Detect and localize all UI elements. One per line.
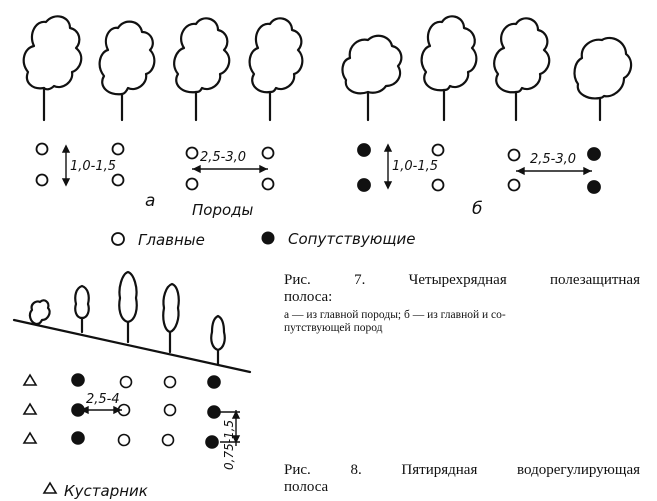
slope-line: [12, 318, 252, 374]
main-tree-marker: [507, 178, 521, 192]
subfigure-label-b: б: [472, 199, 482, 219]
tree: [493, 17, 551, 122]
main-tree-marker: [185, 177, 199, 191]
main-tree-marker: [507, 148, 521, 162]
caption-title: Рис. 8. Пятирядная водорегулирующая: [284, 462, 640, 478]
legend-main-label: Главные: [138, 231, 205, 249]
legend-main-marker: [111, 232, 125, 246]
main-tree-marker: [35, 173, 49, 187]
main-tree-marker: [163, 375, 177, 389]
dimension-label: 0,75-1,5: [222, 420, 236, 470]
main-tree-marker: [35, 142, 49, 156]
caption-title: Рис. 7. Четырехрядная полезащитная: [284, 272, 640, 288]
tree: [420, 15, 478, 122]
accompanying-tree-marker: [207, 375, 221, 389]
tree: [341, 34, 403, 122]
dimension-label: 1,0-1,5: [392, 159, 438, 174]
tree: [248, 17, 304, 122]
caption-title-continued: полоса:: [284, 289, 333, 305]
main-tree-marker: [431, 178, 445, 192]
tree: [118, 270, 138, 344]
dimension-label: 2,5-3,0: [200, 150, 246, 165]
main-tree-marker: [163, 403, 177, 417]
caption-title-continued: полоса: [284, 479, 329, 495]
accompanying-tree-marker: [71, 431, 85, 445]
main-tree-marker: [119, 375, 133, 389]
subfigure-label-a: а: [145, 191, 155, 211]
accompanying-tree-marker: [205, 435, 219, 449]
shrub-marker: [22, 373, 38, 386]
legend-accompanying-label: Сопутствующие: [288, 230, 416, 248]
main-tree-marker: [261, 146, 275, 160]
legend-shrub-label: Кустарник: [64, 482, 148, 500]
main-tree-marker: [431, 143, 445, 157]
main-tree-marker: [111, 173, 125, 187]
shrub-marker: [22, 402, 38, 415]
shrub-marker: [22, 431, 38, 444]
accompanying-tree-marker: [71, 373, 85, 387]
tree: [573, 36, 633, 122]
accompanying-tree-marker: [357, 178, 371, 192]
caption-description-continued: путствующей пород: [284, 322, 383, 334]
tree: [22, 15, 83, 122]
tree: [210, 314, 226, 366]
legend-title: Породы: [192, 201, 254, 219]
main-tree-marker: [117, 433, 131, 447]
dimension-label: 1,0-1,5: [70, 159, 116, 174]
accompanying-tree-marker: [587, 180, 601, 194]
main-tree-marker: [185, 146, 199, 160]
legend-accompanying-marker: [261, 231, 275, 245]
tree: [98, 20, 156, 122]
figure7-caption: Рис. 7. Четырехрядная полезащитная полос…: [284, 272, 640, 335]
main-tree-marker: [161, 433, 175, 447]
dimension-label: 2,5-3,0: [530, 152, 576, 167]
tree: [173, 17, 231, 122]
caption-description: а — из главной породы; б — из главной и …: [284, 309, 506, 321]
accompanying-tree-marker: [587, 147, 601, 161]
tree: [74, 284, 90, 334]
main-tree-marker: [261, 177, 275, 191]
accompanying-tree-marker: [207, 405, 221, 419]
dimension-label: 2,5-4: [86, 392, 120, 407]
accompanying-tree-marker: [357, 143, 371, 157]
shrub: [28, 299, 51, 326]
main-tree-marker: [111, 142, 125, 156]
figure8-caption: Рис. 8. Пятирядная водорегулирующая поло…: [284, 462, 640, 496]
tree: [162, 282, 180, 354]
legend-shrub-marker: [42, 481, 58, 494]
